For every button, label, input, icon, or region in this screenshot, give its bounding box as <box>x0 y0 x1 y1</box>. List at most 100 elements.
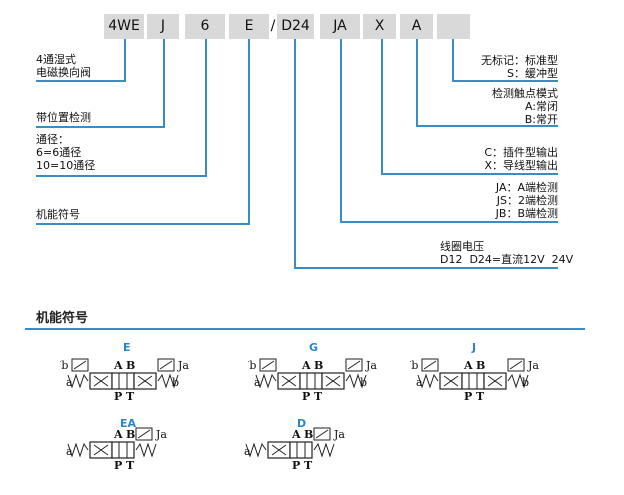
leader-voltage-h <box>294 267 558 269</box>
valve-cell <box>111 441 135 459</box>
flow-arrow <box>93 375 109 387</box>
port-p-label: P <box>292 459 300 472</box>
label-voltage: 线圈电压 D12 D24=直流12V 24V <box>440 240 574 266</box>
code-segment-voltage: D24 <box>277 14 314 39</box>
spring-icon <box>255 373 277 389</box>
coil-slash <box>423 360 437 370</box>
symbol-g: Jb Ja a b AB PT <box>248 358 377 403</box>
actuator-a-label: a <box>416 376 423 389</box>
symbol-title-ea: EA <box>120 417 137 430</box>
coil-slash <box>509 360 523 370</box>
code-segment-detect-side: JA <box>320 14 360 39</box>
leader-output-h <box>381 173 558 175</box>
port-p-label: P <box>114 390 122 403</box>
label-type: 4通湿式 电磁换向阀 <box>36 53 91 79</box>
port-a-label: A <box>113 359 123 372</box>
leader-contact-h <box>416 125 558 127</box>
leader-size-v <box>205 39 207 176</box>
actuator-b-label: b <box>522 376 529 389</box>
spring-icon <box>313 442 335 458</box>
symbol-e: JbJaabABPT <box>60 358 189 403</box>
symbol-title-j: J <box>472 341 477 354</box>
coil-right-label: Ja <box>155 428 167 441</box>
leader-series-h <box>36 80 126 82</box>
spring-icon <box>245 442 267 458</box>
coil-left-label: Jb <box>410 359 418 372</box>
code-segment-model <box>437 14 470 39</box>
coil-right-label: Ja <box>365 359 377 372</box>
spring-icon <box>157 373 179 389</box>
leader-position-v <box>163 39 165 127</box>
port-b-label: B <box>476 359 485 372</box>
port-b-label: B <box>304 428 313 441</box>
code-segment-contact: A <box>400 14 433 39</box>
section-title: 机能符号 <box>36 311 89 326</box>
symbol-title-g: G <box>309 341 319 354</box>
leader-series-v <box>124 39 126 81</box>
leader-voltage-v <box>294 39 296 268</box>
port-p-label: P <box>114 459 122 472</box>
leader-detect-h <box>340 221 558 223</box>
valve-cell <box>111 372 135 390</box>
port-a-label: A <box>291 428 301 441</box>
leader-position-h <box>36 126 165 128</box>
port-t-label: T <box>126 459 135 472</box>
coil-right-label: Ja <box>527 359 539 372</box>
spring-icon <box>67 373 89 389</box>
leader-model-v <box>452 39 454 81</box>
symbol-j: JbJaabABPT <box>410 358 539 403</box>
coil-slash <box>73 360 87 370</box>
flow-arrow <box>93 444 109 456</box>
coil-right-label: Ja <box>333 428 345 441</box>
port-b-label: B <box>314 359 323 372</box>
spring-icon <box>507 373 529 389</box>
spring-icon <box>345 373 367 389</box>
port-a-label: A <box>463 359 473 372</box>
symbol-title-e: E <box>123 341 131 354</box>
leader-model-h <box>452 80 558 82</box>
coil-slash <box>347 360 361 370</box>
port-t-label: T <box>314 390 323 403</box>
label-detect-side: JA：A端检测 JS：2端检测 JB：B端检测 <box>495 181 558 220</box>
port-p-label: P <box>464 390 472 403</box>
port-p-label: P <box>302 390 310 403</box>
flow-arrow <box>443 375 459 387</box>
port-t-label: T <box>304 459 313 472</box>
coil-slash <box>137 429 151 439</box>
actuator-a-label: a <box>244 445 251 458</box>
leader-size-h <box>36 175 207 177</box>
port-b-label: B <box>126 359 135 372</box>
port-a-label: A <box>113 428 123 441</box>
spring-icon <box>135 442 157 458</box>
port-b-label: B <box>126 428 135 441</box>
flow-arrow <box>325 375 341 387</box>
coil-slash <box>261 360 275 370</box>
actuator-a-label: a <box>254 376 261 389</box>
coil-slash <box>315 429 329 439</box>
code-segment-function: E <box>229 14 269 39</box>
valve-cell <box>299 372 323 390</box>
actuator-b-label: b <box>172 376 179 389</box>
leader-output-v <box>381 39 383 174</box>
code-segment-position-detect: J <box>147 14 179 39</box>
port-a-label: A <box>301 359 311 372</box>
code-segment-series: 4WE <box>104 14 144 39</box>
spring-icon <box>417 373 439 389</box>
coil-right-label: Ja <box>177 359 189 372</box>
leader-function-h <box>36 223 250 225</box>
leader-detect-v <box>340 39 342 222</box>
leader-contact-v <box>416 39 418 126</box>
actuator-a-label: a <box>66 376 73 389</box>
label-function: 机能符号 <box>36 208 80 221</box>
flow-arrow <box>137 375 153 387</box>
leader-function-v <box>248 39 250 224</box>
label-contact: 检测触点模式 A:常闭 B:常开 <box>492 87 558 126</box>
coil-slash <box>159 360 173 370</box>
coil-left-label: Jb <box>248 359 256 372</box>
label-model: 无标记：标准型 S：缓冲型 <box>481 54 558 80</box>
code-segment-slash: / <box>270 18 276 34</box>
flow-arrow <box>487 375 503 387</box>
actuator-b-label: b <box>360 376 367 389</box>
